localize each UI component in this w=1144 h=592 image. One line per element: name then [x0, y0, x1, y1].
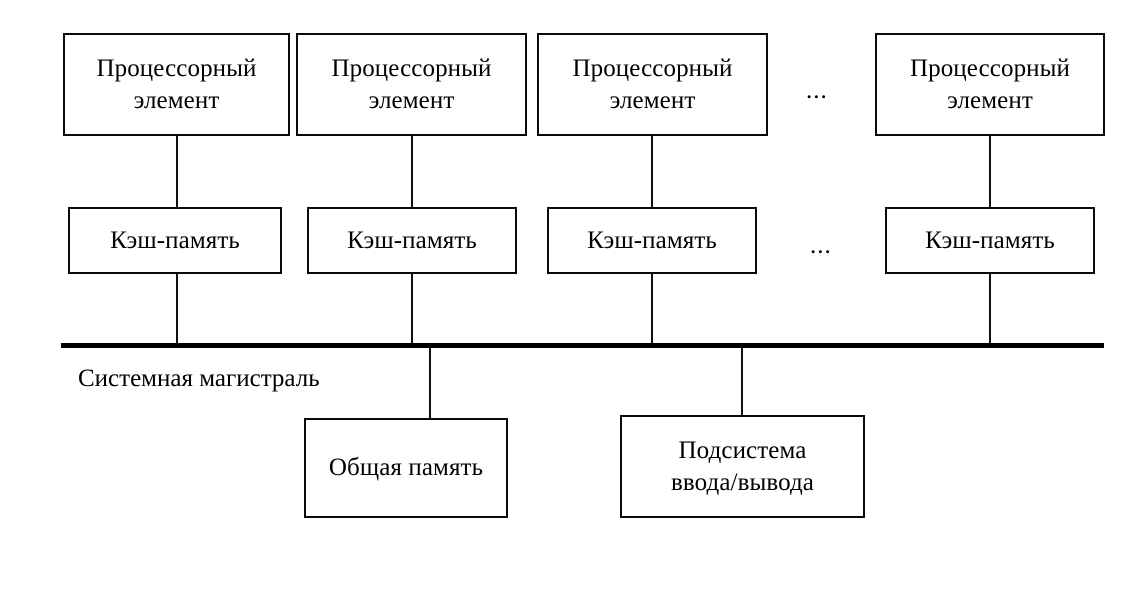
connector-cache-1-to-bus — [176, 274, 178, 346]
cache-memory-1[interactable]: Кэш-память — [68, 207, 282, 274]
connector-processor-4-to-cache-4 — [989, 136, 991, 207]
system-bus-line — [61, 343, 1104, 348]
io-subsystem-node[interactable]: Подсистема ввода/вывода — [620, 415, 865, 518]
system-bus-label: Системная магистраль — [78, 365, 320, 392]
cache-memory-2[interactable]: Кэш-память — [307, 207, 517, 274]
cache-row-ellipsis: ... — [810, 232, 832, 259]
connector-cache-2-to-bus — [411, 274, 413, 346]
connector-processor-3-to-cache-3 — [651, 136, 653, 207]
processor-element-2[interactable]: Процессорный элемент — [296, 33, 527, 136]
cache-memory-4[interactable]: Кэш-память — [885, 207, 1095, 274]
connector-processor-2-to-cache-2 — [411, 136, 413, 207]
shared-memory-node[interactable]: Общая память — [304, 418, 508, 518]
processor-row-ellipsis: ... — [806, 77, 828, 104]
connector-bus-to-shared-memory — [429, 347, 431, 419]
connector-cache-3-to-bus — [651, 274, 653, 346]
processor-element-3[interactable]: Процессорный элемент — [537, 33, 768, 136]
connector-cache-4-to-bus — [989, 274, 991, 346]
connector-bus-to-io-subsystem — [741, 347, 743, 416]
processor-element-4[interactable]: Процессорный элемент — [875, 33, 1105, 136]
processor-element-1[interactable]: Процессорный элемент — [63, 33, 290, 136]
connector-processor-1-to-cache-1 — [176, 136, 178, 207]
cache-memory-3[interactable]: Кэш-память — [547, 207, 757, 274]
